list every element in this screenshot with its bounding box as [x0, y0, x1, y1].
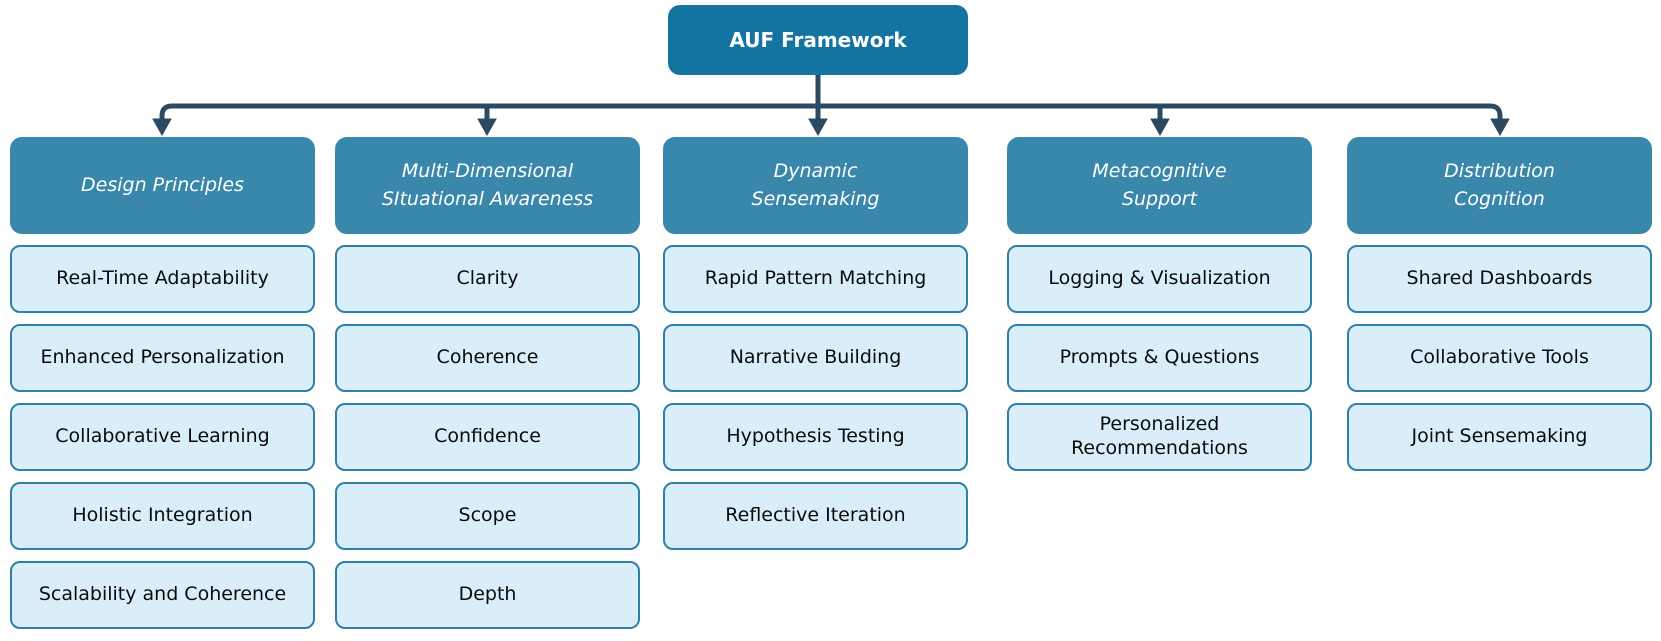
root-node-label: AUF Framework: [729, 28, 907, 52]
child-node: Collaborative Learning: [10, 403, 315, 471]
child-node: Rapid Pattern Matching: [663, 245, 968, 313]
child-node-label: Clarity: [456, 267, 519, 290]
arrowhead-icon: [808, 118, 828, 137]
child-node: Real-Time Adaptability: [10, 245, 315, 313]
child-node-label: Collaborative Tools: [1410, 346, 1589, 369]
branch-header: Distribution Cognition: [1347, 137, 1652, 234]
branch-title: Distribution Cognition: [1444, 159, 1555, 210]
child-node: Prompts & Questions: [1007, 324, 1312, 392]
branch-title: Dynamic Sensemaking: [751, 159, 880, 210]
child-node-label: Scope: [458, 504, 517, 527]
child-node: Depth: [335, 561, 640, 629]
child-node: Personalized Recommendations: [1007, 403, 1312, 471]
child-node: Clarity: [335, 245, 640, 313]
child-node: Logging & Visualization: [1007, 245, 1312, 313]
branch-title: Multi-Dimensional SItuational Awareness: [381, 159, 594, 210]
branch-column-dynamic-sensemaking: Dynamic Sensemaking Rapid Pattern Matchi…: [663, 137, 968, 550]
root-node: AUF Framework: [668, 5, 968, 75]
child-node-label: Confidence: [434, 425, 541, 448]
branch-header: Design Principles: [10, 137, 315, 234]
child-node-label: Coherence: [436, 346, 539, 369]
child-node-label: Holistic Integration: [72, 504, 253, 527]
child-node-label: Shared Dashboards: [1406, 267, 1593, 290]
child-node-label: Real-Time Adaptability: [56, 267, 269, 290]
branch-title: Design Principles: [81, 173, 244, 196]
arrowhead-icon: [1490, 118, 1510, 137]
child-node-label: Joint Sensemaking: [1411, 425, 1588, 448]
child-node: Scalability and Coherence: [10, 561, 315, 629]
branch-header: Metacognitive Support: [1007, 137, 1312, 234]
child-node-label: Prompts & Questions: [1059, 346, 1260, 369]
child-node-label: Rapid Pattern Matching: [704, 267, 927, 290]
child-node-label: Hypothesis Testing: [726, 425, 905, 448]
child-node: Enhanced Personalization: [10, 324, 315, 392]
branch-column-distribution-cognition: Distribution Cognition Shared Dashboards…: [1347, 137, 1652, 471]
child-node-label: Reflective Iteration: [725, 504, 906, 527]
arrowheads: [152, 118, 1510, 137]
child-node: Confidence: [335, 403, 640, 471]
child-node: Holistic Integration: [10, 482, 315, 550]
child-node-label: Narrative Building: [729, 346, 902, 369]
arrowhead-icon: [477, 118, 497, 137]
branch-column-design-principles: Design Principles Real-Time Adaptability…: [10, 137, 315, 629]
branch-header: Multi-Dimensional SItuational Awareness: [335, 137, 640, 234]
child-node: Coherence: [335, 324, 640, 392]
child-node: Narrative Building: [663, 324, 968, 392]
child-node: Scope: [335, 482, 640, 550]
child-node-label: Enhanced Personalization: [40, 346, 285, 369]
child-node: Collaborative Tools: [1347, 324, 1652, 392]
branch-header: Dynamic Sensemaking: [663, 137, 968, 234]
connector-rail: [159, 75, 1503, 121]
child-node-label: Scalability and Coherence: [38, 583, 287, 606]
child-node: Reflective Iteration: [663, 482, 968, 550]
branch-title: Metacognitive Support: [1092, 159, 1227, 210]
child-node-label: Personalized Recommendations: [1071, 413, 1248, 459]
child-node: Hypothesis Testing: [663, 403, 968, 471]
arrowhead-icon: [152, 118, 172, 137]
child-node-label: Collaborative Learning: [55, 425, 270, 448]
arrowhead-icon: [1150, 118, 1170, 137]
child-node: Shared Dashboards: [1347, 245, 1652, 313]
branch-column-situational-awareness: Multi-Dimensional SItuational Awareness …: [335, 137, 640, 629]
child-node: Joint Sensemaking: [1347, 403, 1652, 471]
rail-line: [159, 103, 1503, 121]
branch-column-metacognitive-support: Metacognitive Support Logging & Visualiz…: [1007, 137, 1312, 471]
child-node-label: Depth: [458, 583, 517, 606]
child-node-label: Logging & Visualization: [1048, 267, 1271, 290]
